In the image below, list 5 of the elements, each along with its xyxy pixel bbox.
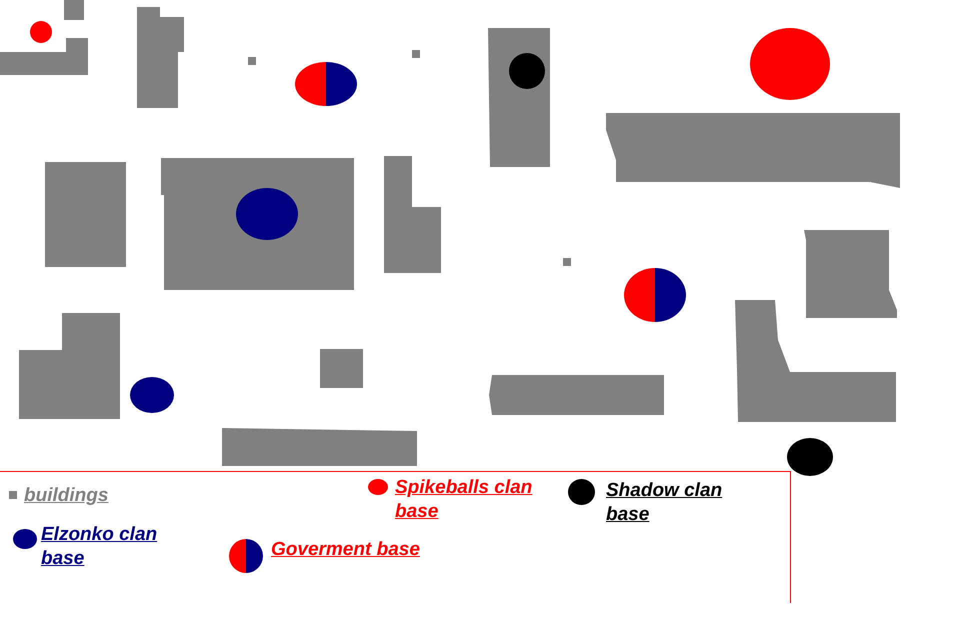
legend-label: buildings	[24, 484, 108, 508]
legend-label: Spikeballs clan base	[395, 476, 534, 524]
legend-label: Goverment base	[271, 538, 420, 562]
legend-label: Elzonko clan base	[41, 523, 158, 571]
legend-label: Shadow clan base	[606, 479, 724, 527]
